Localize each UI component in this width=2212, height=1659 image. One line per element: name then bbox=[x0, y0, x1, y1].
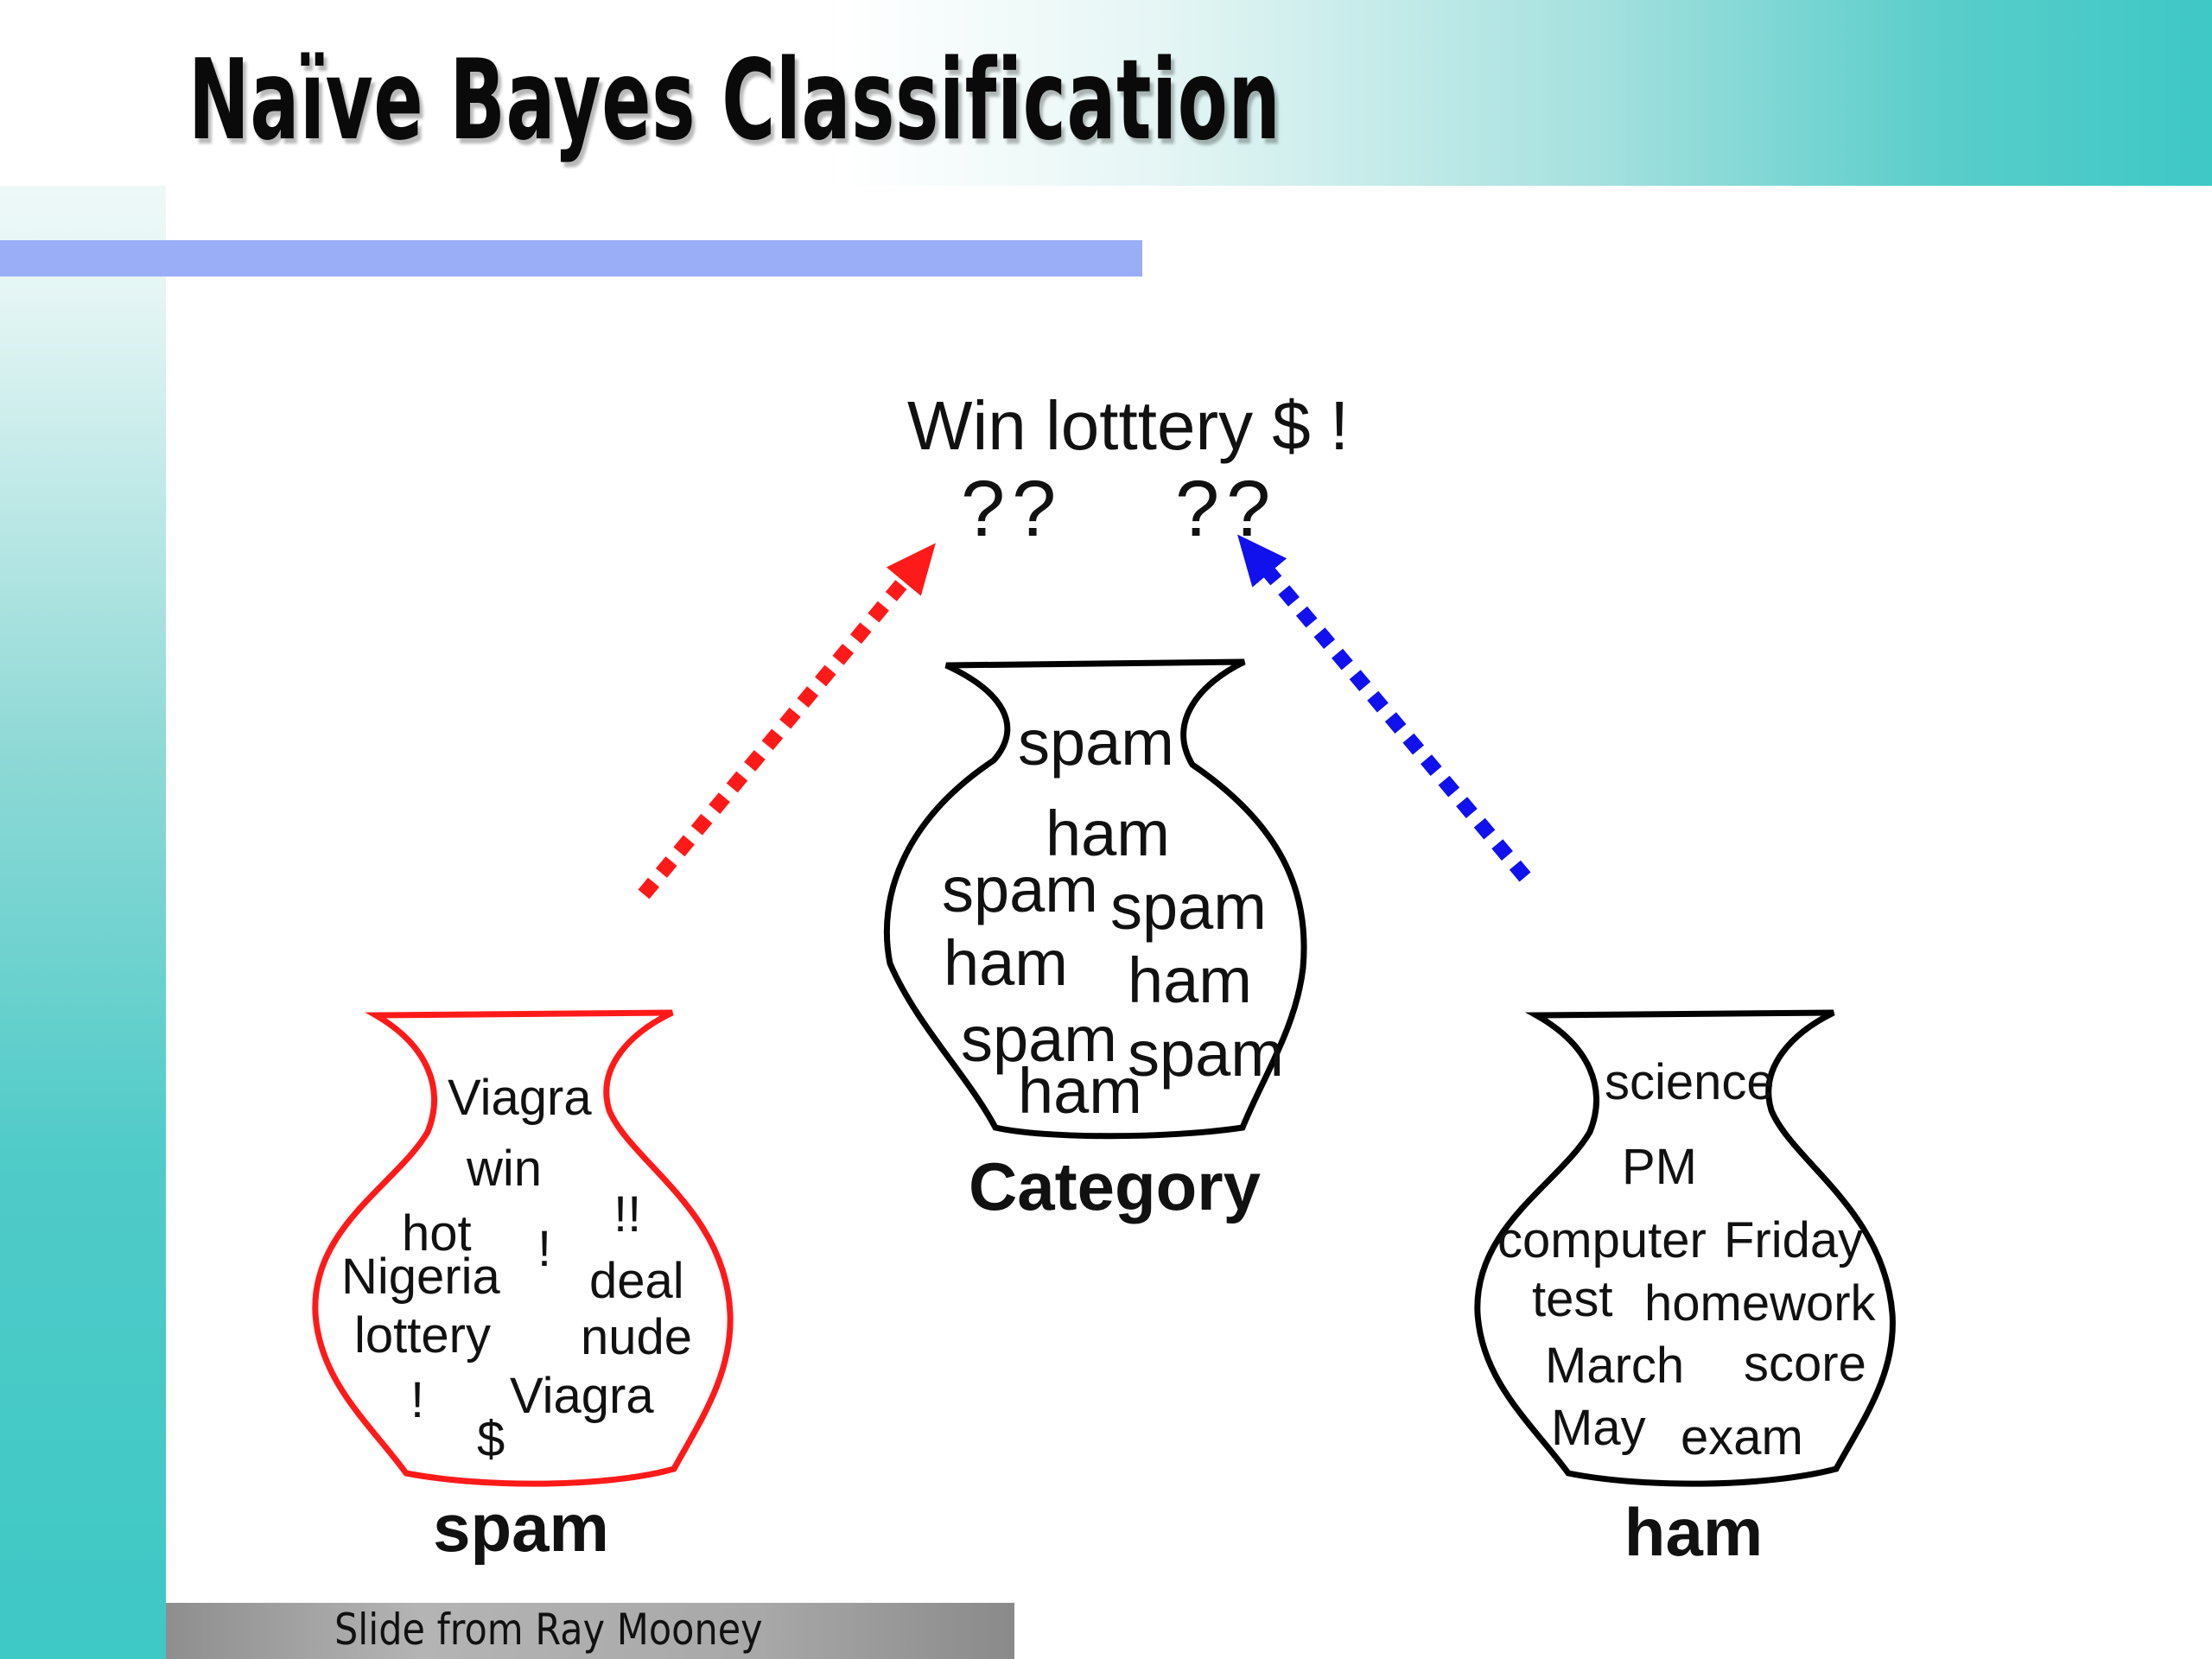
spam-jar-label: spam bbox=[433, 1490, 609, 1566]
category-jar-label: Category bbox=[969, 1148, 1261, 1224]
spam-word: win bbox=[466, 1141, 542, 1197]
spam-jar bbox=[312, 1009, 734, 1487]
category-word: ham bbox=[944, 927, 1068, 999]
ham-word: March bbox=[1545, 1338, 1684, 1394]
query-mark-left: ?? bbox=[961, 465, 1063, 553]
ham-word: science bbox=[1605, 1054, 1775, 1110]
category-word: spam bbox=[1018, 707, 1174, 779]
spam-arrow bbox=[638, 543, 936, 899]
ham-word: score bbox=[1744, 1336, 1866, 1392]
category-jar bbox=[883, 658, 1307, 1140]
ham-arrow bbox=[1236, 534, 1531, 882]
ham-word: Friday bbox=[1724, 1212, 1863, 1268]
spam-word: $ bbox=[477, 1411, 505, 1467]
credit-bar: Slide from Ray Mooney bbox=[166, 1603, 1014, 1659]
category-word: ham bbox=[1018, 1055, 1142, 1127]
ham-jar-label: ham bbox=[1624, 1494, 1763, 1570]
category-word: spam bbox=[961, 1003, 1117, 1075]
query-mark-right: ?? bbox=[1175, 465, 1277, 553]
category-word: ham bbox=[1128, 944, 1252, 1016]
spam-word: ! bbox=[537, 1221, 551, 1277]
slide-title: Naïve Bayes Classification bbox=[188, 36, 1281, 165]
spam-word: nude bbox=[581, 1309, 692, 1365]
left-gradient-band bbox=[0, 0, 166, 1659]
category-word: spam bbox=[942, 854, 1098, 925]
spam-jar-words: Viagra win hot !! ! Nigeria deal lottery… bbox=[341, 1070, 692, 1467]
credit-text: Slide from Ray Mooney bbox=[334, 1605, 763, 1655]
category-word: spam bbox=[1110, 871, 1267, 943]
spam-word: ! bbox=[410, 1372, 424, 1428]
query-text: Win lotttery $ ! bbox=[907, 387, 1349, 464]
ham-word: PM bbox=[1622, 1139, 1697, 1195]
spam-word: deal bbox=[589, 1253, 684, 1309]
ham-word: exam bbox=[1681, 1409, 1803, 1465]
spam-word: Viagra bbox=[448, 1070, 592, 1126]
spam-word: Viagra bbox=[510, 1368, 654, 1424]
category-word: spam bbox=[1128, 1018, 1284, 1090]
spam-word: hot bbox=[402, 1205, 472, 1262]
ham-jar-words: science PM computer Friday test homework… bbox=[1497, 1054, 1877, 1465]
spam-word: lottery bbox=[354, 1307, 491, 1363]
ham-word: test bbox=[1532, 1271, 1613, 1327]
ham-word: homework bbox=[1644, 1275, 1877, 1332]
category-word: ham bbox=[1046, 798, 1170, 869]
spam-word: !! bbox=[613, 1186, 641, 1243]
slide-canvas bbox=[166, 186, 2212, 1659]
spam-word: Nigeria bbox=[341, 1249, 500, 1305]
category-jar-words: spam ham spam spam ham ham spam spam ham bbox=[942, 707, 1284, 1127]
ham-word: May bbox=[1551, 1400, 1646, 1456]
ham-jar bbox=[1474, 1009, 1896, 1487]
accent-bar bbox=[0, 240, 1142, 276]
title-gradient-band bbox=[0, 0, 2212, 186]
ham-word: computer bbox=[1497, 1212, 1707, 1268]
